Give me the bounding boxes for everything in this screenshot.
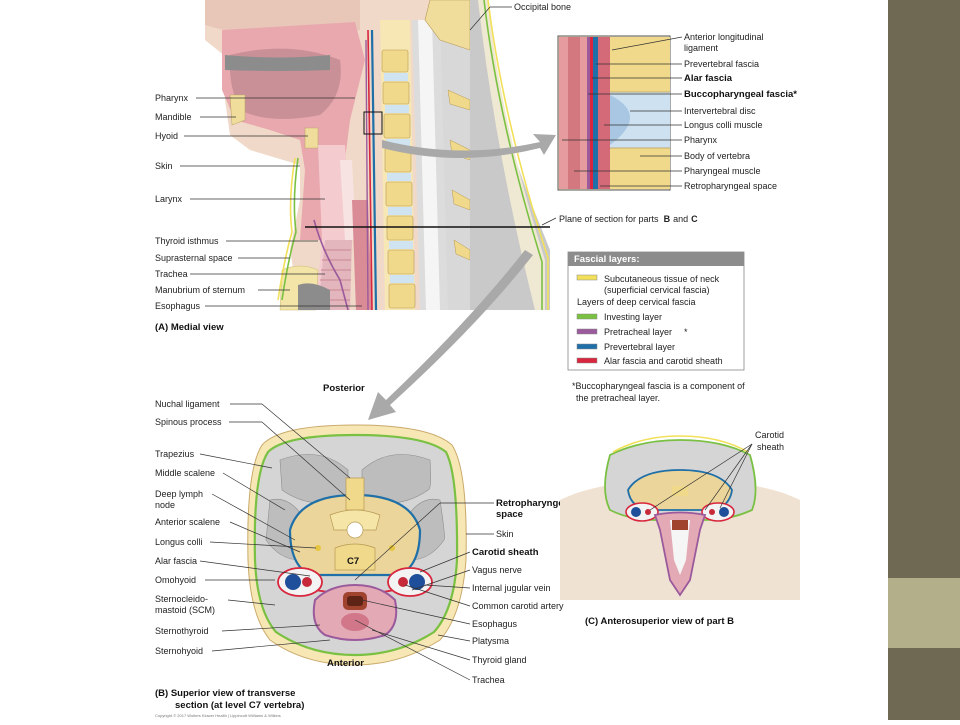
label-prevertebral-fascia: Prevertebral fascia xyxy=(684,59,759,69)
legend-heading-deep: Layers of deep cervical fascia xyxy=(577,297,696,307)
label-common-carotid-artery: Common carotid artery xyxy=(472,601,564,611)
label-ligament: ligament xyxy=(684,43,719,53)
anterosuperior-view xyxy=(560,435,800,600)
label-space: space xyxy=(496,509,523,520)
label-middle-scalene: Middle scalene xyxy=(155,468,215,478)
label-longus-colli: Longus colli xyxy=(155,537,203,547)
label-hyoid: Hyoid xyxy=(155,131,178,141)
label-carotid-c-1: Carotid xyxy=(755,430,784,440)
legend-item-investing: Investing layer xyxy=(604,312,662,322)
medial-view-left-labels: Pharynx Mandible Hyoid Skin Larynx Thyro… xyxy=(155,93,362,311)
label-larynx: Larynx xyxy=(155,194,183,204)
label-retropharyngeal-space-inset: Retropharyngeal space xyxy=(684,181,777,191)
label-mandible: Mandible xyxy=(155,112,192,122)
label-suprasternal-space: Suprasternal space xyxy=(155,253,233,263)
label-skin-b: Skin xyxy=(496,529,514,539)
label-anterior-scalene: Anterior scalene xyxy=(155,517,220,527)
neck-fascia-diagram: Pharynx Mandible Hyoid Skin Larynx Thyro… xyxy=(155,0,800,718)
label-deep-lymph: Deep lymph xyxy=(155,489,203,499)
label-esophagus-a: Esophagus xyxy=(155,301,201,311)
label-sternohyoid: Sternohyoid xyxy=(155,646,203,656)
plane-c: C xyxy=(691,214,698,224)
enlarged-inset xyxy=(557,35,671,191)
inset-arrow xyxy=(382,134,556,158)
label-longus-colli-inset: Longus colli muscle xyxy=(684,120,763,130)
label-intervertebral-disc: Intervertebral disc xyxy=(684,106,756,116)
label-node: node xyxy=(155,500,175,510)
label-vagus-nerve: Vagus nerve xyxy=(472,565,522,575)
footnote-line-1: *Buccopharyngeal fascia is a component o… xyxy=(572,381,745,391)
label-anterior-longitudinal: Anterior longitudinal xyxy=(684,32,764,42)
label-anterior: Anterior xyxy=(327,658,364,669)
legend-swatch-prevertebral xyxy=(576,343,598,350)
label-spinous-process: Spinous process xyxy=(155,417,222,427)
legend-swatch-pretracheal xyxy=(576,328,598,335)
legend-swatch-investing xyxy=(576,313,598,320)
label-trachea-a: Trachea xyxy=(155,269,188,279)
transverse-right-labels: Retropharyngeal space Skin Carotid sheat… xyxy=(354,498,572,685)
caption-b-line-1: (B) Superior view of transverse xyxy=(155,688,295,699)
label-carotid-c-2: sheath xyxy=(757,442,784,452)
label-manubrium: Manubrium of sternum xyxy=(155,285,245,295)
label-sternocleidomastoid: Sternocleido- xyxy=(155,594,208,604)
caption-a: (A) Medial view xyxy=(155,322,224,333)
label-occipital-bone: Occipital bone xyxy=(514,2,571,12)
label-alar-fascia-inset: Alar fascia xyxy=(684,73,733,84)
label-body-of-vertebra: Body of vertebra xyxy=(684,151,750,161)
label-buccopharyngeal: Buccopharyngeal fascia* xyxy=(684,89,797,100)
label-scm: mastoid (SCM) xyxy=(155,605,215,615)
legend-swatch-subcutaneous xyxy=(576,274,598,281)
label-esophagus-b: Esophagus xyxy=(472,619,518,629)
legend-box: Fascial layers: Subcutaneous tissue of n… xyxy=(567,251,745,371)
legend-swatch-alar xyxy=(576,357,598,364)
plane-b: B xyxy=(664,214,671,224)
label-posterior: Posterior xyxy=(323,383,365,394)
label-platysma: Platysma xyxy=(472,636,509,646)
label-retropharyngeal-space: Retropharyngeal xyxy=(496,498,572,509)
anatomy-figure: Pharynx Mandible Hyoid Skin Larynx Thyro… xyxy=(150,0,805,720)
footnote-line-2: the pretracheal layer. xyxy=(576,393,660,403)
caption-c: (C) Anterosuperior view of part B xyxy=(585,616,734,627)
caption-b-line-2: section (at level C7 vertebra) xyxy=(175,700,304,711)
label-nuchal-ligament: Nuchal ligament xyxy=(155,399,220,409)
label-alar-fascia: Alar fascia xyxy=(155,556,197,566)
plane-and: and xyxy=(673,214,688,224)
plane-text: Plane of section for parts xyxy=(559,214,659,224)
label-thyroid-gland: Thyroid gland xyxy=(472,655,527,665)
legend-item-prevertebral: Prevertebral layer xyxy=(604,342,675,352)
transverse-section: C7 xyxy=(247,424,467,666)
label-trapezius: Trapezius xyxy=(155,449,195,459)
label-internal-jugular-vein: Internal jugular vein xyxy=(472,583,551,593)
label-pharynx: Pharynx xyxy=(155,93,189,103)
inset-labels: Anterior longitudinal ligament Preverteb… xyxy=(562,32,797,191)
legend-item-pretracheal: Pretracheal layer xyxy=(604,327,672,337)
label-pharyngeal-muscle: Pharyngeal muscle xyxy=(684,166,761,176)
slide-margin xyxy=(805,0,888,720)
label-pharynx-inset: Pharynx xyxy=(684,135,718,145)
label-thyroid-isthmus: Thyroid isthmus xyxy=(155,236,219,246)
label-skin: Skin xyxy=(155,161,173,171)
c7-label: C7 xyxy=(347,556,359,567)
legend-item-alar: Alar fascia and carotid sheath xyxy=(604,356,723,366)
label-carotid-sheath: Carotid sheath xyxy=(472,547,539,558)
legend-item-subcutaneous-2: (superficial cervical fascia) xyxy=(604,285,710,295)
medial-view-illustration xyxy=(205,0,550,311)
legend-star: * xyxy=(684,327,688,337)
copyright: Copyright © 2017 Wolters Kluwer Health |… xyxy=(155,713,281,718)
label-omohyoid: Omohyoid xyxy=(155,575,196,585)
label-sternothyroid: Sternothyroid xyxy=(155,626,209,636)
transverse-left-labels: Nuchal ligament Spinous process Trapeziu… xyxy=(155,399,351,656)
legend-title: Fascial layers: xyxy=(574,254,640,265)
section-arrow xyxy=(368,250,533,420)
legend-item-subcutaneous: Subcutaneous tissue of neck xyxy=(604,274,720,284)
slide-accent-bar xyxy=(888,0,960,720)
label-trachea-b: Trachea xyxy=(472,675,505,685)
slide-accent-block xyxy=(888,578,960,648)
